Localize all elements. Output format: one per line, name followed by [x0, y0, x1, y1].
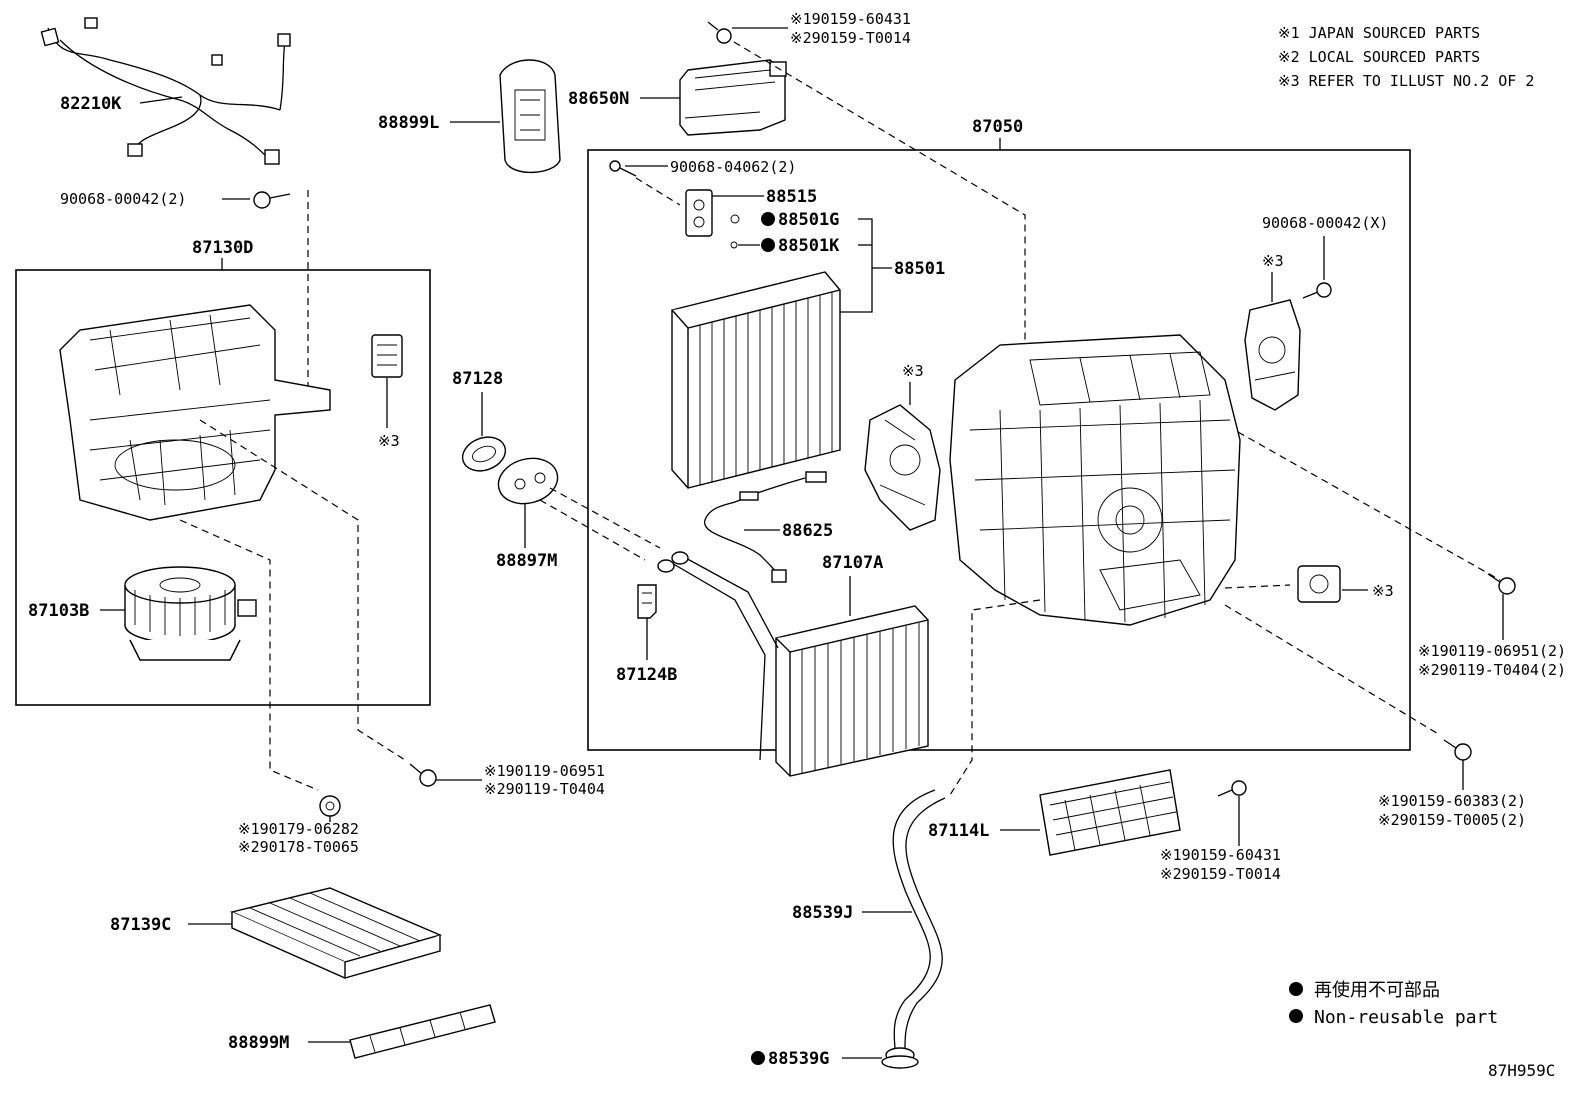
bolt-icon	[409, 763, 437, 787]
pipe-clamp-drawing	[637, 584, 657, 619]
label-82210k: 82210K	[60, 94, 122, 114]
screw-icon	[1217, 780, 1247, 797]
label-88899m: 88899M	[228, 1033, 289, 1053]
screw-icon	[707, 21, 732, 44]
label-90068-04062: 90068-04062(2)	[670, 158, 796, 176]
note-local-sourced: ※2 LOCAL SOURCED PARTS	[1278, 48, 1480, 66]
nut-icon	[319, 795, 341, 817]
legend-dot-en	[1289, 1009, 1303, 1023]
dash-unit-to-hose	[949, 599, 1041, 796]
bracket-88501	[832, 218, 873, 313]
heater-unit-drawing	[949, 334, 1241, 626]
heater-unit-box	[587, 149, 1411, 751]
label-88515: 88515	[766, 187, 817, 207]
label-88897m: 88897M	[496, 551, 557, 571]
drain-grommet-drawing	[881, 1047, 919, 1069]
ac-amplifier-drawing	[679, 59, 787, 136]
ref-top-b: ※290159-T0014	[790, 29, 911, 47]
label-87050: 87050	[972, 117, 1023, 137]
label-87130d: 87130D	[192, 238, 253, 258]
label-88899l: 88899L	[378, 113, 439, 133]
label-88501g: 88501G	[778, 210, 839, 230]
blower-assembly-box	[15, 269, 431, 706]
leader-82210k	[139, 96, 183, 104]
label-88501: 88501	[894, 259, 945, 279]
ref3-servo-right: ※3	[1262, 252, 1284, 270]
drain-hose-drawing	[892, 789, 946, 1051]
label-87114l: 87114L	[928, 821, 989, 841]
wire-harness-drawing	[40, 17, 291, 165]
dash-unit-to-right-bolt	[1237, 431, 1501, 581]
o-ring-icon	[730, 214, 740, 224]
air-filter-drawing	[229, 887, 443, 980]
label-90068-00042-2: 90068-00042(2)	[60, 190, 186, 208]
grommet-drawing	[461, 436, 507, 472]
note-refer-illust: ※3 REFER TO ILLUST NO.2 OF 2	[1278, 72, 1534, 90]
bolt-icon	[1487, 573, 1516, 595]
blower-switch-drawing	[371, 334, 403, 378]
ref-right1-a: ※190119-06951(2)	[1418, 642, 1566, 660]
filter-cover-drawing	[349, 1004, 496, 1059]
ref3-servo-small: ※3	[1372, 582, 1394, 600]
expansion-valve-drawing	[685, 189, 713, 237]
dash-unit-to-lower-bolt	[1224, 604, 1441, 736]
label-90068-00042-x: 90068-00042(X)	[1262, 214, 1388, 232]
dash-valve-bolt	[635, 177, 681, 206]
dash-case-to-fan	[179, 519, 319, 791]
air-register-drawing	[1039, 769, 1181, 856]
bolt-icon	[1443, 739, 1472, 761]
label-87107a: 87107A	[822, 553, 883, 573]
ref3-blower-switch: ※3	[378, 432, 400, 450]
ref-right2-b: ※290159-T0005(2)	[1378, 811, 1526, 829]
legend-dot-ja	[1289, 982, 1303, 996]
non-reusable-dot-88539g	[751, 1051, 765, 1065]
screw-icon	[1302, 282, 1332, 299]
blower-motor-drawing	[124, 566, 257, 661]
label-87139c: 87139C	[110, 915, 171, 935]
legend-en: Non-reusable part	[1314, 1007, 1498, 1028]
servo-motor-drawing	[1244, 299, 1301, 411]
label-88501k: 88501K	[778, 236, 840, 256]
label-87128: 87128	[452, 369, 503, 389]
evaporator-drawing	[671, 271, 841, 489]
dash-unit-to-small-servo	[1224, 584, 1291, 589]
figure-code: 87H959C	[1488, 1061, 1555, 1080]
label-88625: 88625	[782, 521, 833, 541]
label-88650n: 88650N	[568, 89, 629, 109]
ref-mid-a: ※190119-06951	[484, 762, 605, 780]
label-87124b: 87124B	[616, 665, 677, 685]
duct-cover-drawing	[499, 59, 561, 174]
legend-ja: 再使用不可部品	[1314, 980, 1440, 1001]
ref-low-b: ※290159-T0014	[1160, 865, 1281, 883]
o-ring-icon	[730, 241, 738, 249]
label-87103b: 87103B	[28, 601, 89, 621]
ref3-servo-center: ※3	[902, 362, 924, 380]
dash-plate-to-pipes	[539, 487, 661, 561]
dash-top-screw	[733, 41, 1026, 340]
dash-case-to-screw	[199, 419, 406, 761]
label-88539j: 88539J	[792, 903, 853, 923]
label-88539g: 88539G	[768, 1049, 829, 1069]
blower-case-drawing	[59, 304, 331, 521]
ref-low-a: ※190159-60431	[1160, 846, 1281, 864]
ref-mid-b: ※290119-T0404	[484, 780, 605, 798]
bolt-icon	[609, 160, 637, 177]
ref-right2-a: ※190159-60383(2)	[1378, 792, 1526, 810]
note-japan-sourced: ※1 JAPAN SOURCED PARTS	[1278, 24, 1480, 42]
heater-core-drawing	[657, 551, 929, 777]
screw-icon	[253, 191, 291, 209]
servo-motor-drawing	[864, 404, 941, 531]
ref-left-a: ※190179-06282	[238, 820, 359, 838]
ref-left-b: ※290178-T0065	[238, 838, 359, 856]
non-reusable-dot-88501g	[761, 212, 775, 226]
pipe-plate-drawing	[497, 457, 559, 505]
non-reusable-dot-88501k	[761, 238, 775, 252]
servo-motor-drawing	[1297, 565, 1341, 603]
ref-right1-b: ※290119-T0404(2)	[1418, 661, 1566, 679]
ref-top-a: ※190159-60431	[790, 10, 911, 28]
thermistor-drawing	[704, 471, 827, 583]
